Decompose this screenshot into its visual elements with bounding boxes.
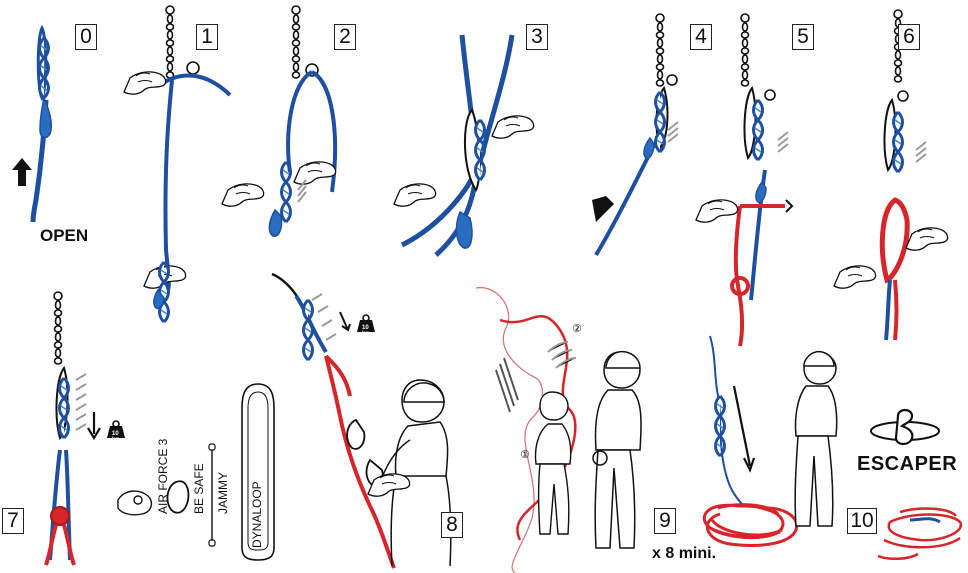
step-4-illustration xyxy=(592,13,679,257)
sequence-mark-2: ② xyxy=(572,322,582,335)
sequence-mark-1: ① xyxy=(520,448,530,461)
escaper-logo xyxy=(870,408,940,446)
step-9-illustration: ① ② xyxy=(475,287,642,573)
step-9-rope-coil xyxy=(702,335,799,547)
step-1-illustration xyxy=(123,5,232,324)
device-name-dynaloop: DYNALOOP xyxy=(250,481,264,548)
gear-devices xyxy=(117,383,275,561)
device-name-jammy: JAMMY xyxy=(216,472,230,514)
down-arrow-icon xyxy=(87,412,101,441)
open-label: OPEN xyxy=(40,226,89,245)
step-number-10: 10 xyxy=(847,508,877,534)
step-10-illustration xyxy=(794,350,963,560)
step-number-7: 7 xyxy=(2,508,24,534)
weight-icon xyxy=(106,420,126,439)
step-8-illustration xyxy=(271,272,452,569)
step-number-9: 9 xyxy=(654,508,676,534)
step-5-illustration xyxy=(695,13,794,347)
step-number-8: 8 xyxy=(441,512,463,538)
step-6-illustration xyxy=(833,9,949,341)
step-number-1: 1 xyxy=(196,24,218,50)
device-name-be-safe: BE SAFE xyxy=(192,463,206,514)
step-number-2: 2 xyxy=(334,24,356,50)
up-arrow-icon xyxy=(12,158,32,186)
device-name-air-force: AIR FORCE 3 xyxy=(156,438,170,514)
step-2-illustration xyxy=(221,5,338,237)
step-number-3: 3 xyxy=(526,24,548,50)
step-0-illustration xyxy=(12,24,53,223)
step-3-illustration xyxy=(393,34,535,257)
weight-icon-8 xyxy=(356,314,376,333)
step-7-illustration xyxy=(44,291,126,566)
brand-name: ESCAPER xyxy=(857,453,958,475)
step-number-6: 6 xyxy=(898,24,920,50)
down-arrow-icon-9 xyxy=(732,385,756,473)
rope-length-label: x 8 mini. xyxy=(652,545,717,562)
step-number-5: 5 xyxy=(792,24,814,50)
step-number-4: 4 xyxy=(690,24,712,50)
step-number-0: 0 xyxy=(75,24,97,50)
down-left-arrow-icon xyxy=(592,196,614,222)
